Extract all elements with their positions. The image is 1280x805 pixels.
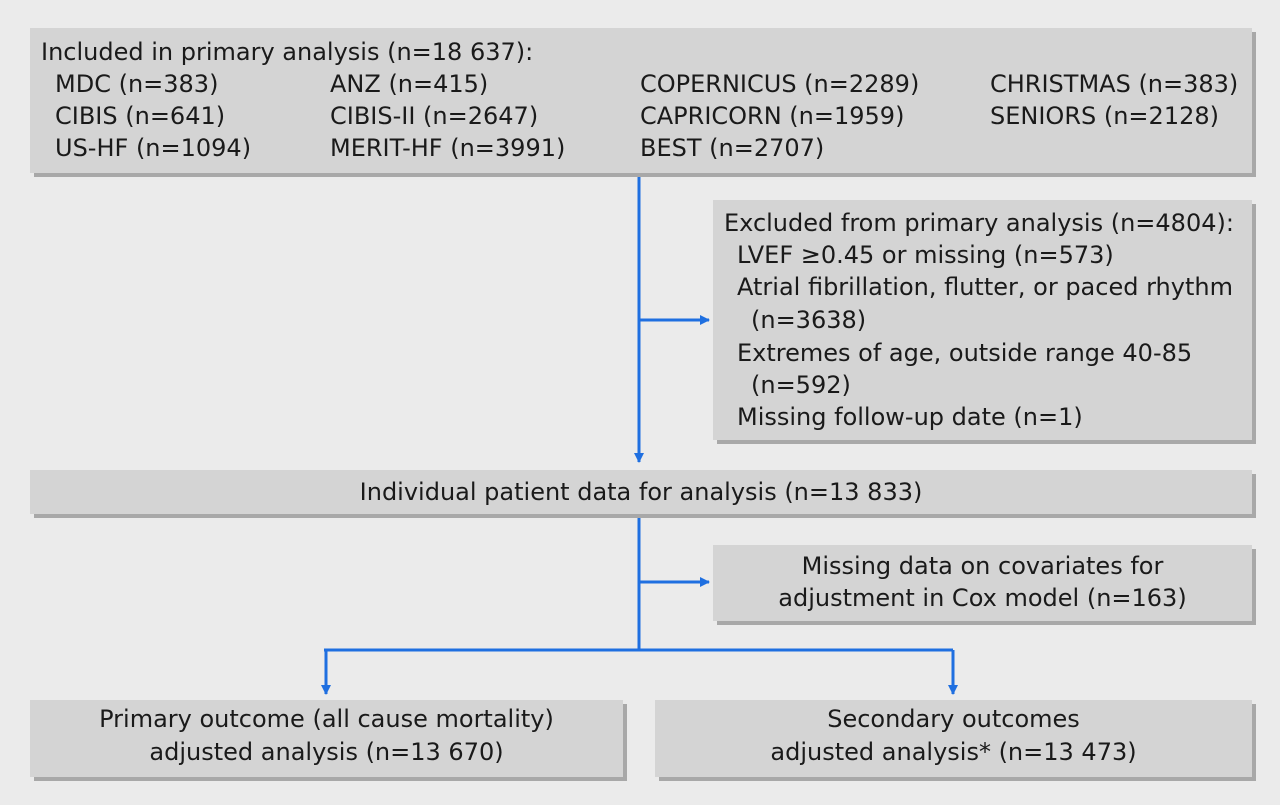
missing-covariates-line1: Missing data on covariates for (801, 552, 1164, 580)
secondary-outcome-line1: Secondary outcomes (827, 705, 1080, 733)
excluded-lvef: LVEF ≥0.45 or missing (n=573) (737, 241, 1114, 269)
excluded-age: Extremes of age, outside range 40-85 (737, 339, 1193, 367)
trial-us-hf: US-HF (n=1094) (55, 134, 252, 162)
missing-covariates-box: Missing data on covariates for adjustmen… (713, 545, 1252, 621)
excluded-rhythm-count: (n=3638) (751, 306, 867, 334)
included-heading: Included in primary analysis (n=18 637): (41, 38, 534, 66)
trial-anz: ANZ (n=415) (330, 70, 489, 98)
missing-covariates-line2: adjustment in Cox model (n=163) (778, 584, 1187, 612)
included-box: Included in primary analysis (n=18 637):… (30, 28, 1252, 173)
secondary-outcome-line2: adjusted analysis* (n=13 473) (770, 738, 1137, 766)
secondary-outcome-box: Secondary outcomes adjusted analysis* (n… (655, 700, 1252, 777)
analysis-box: Individual patient data for analysis (n=… (30, 470, 1252, 514)
excluded-age-count: (n=592) (751, 371, 851, 399)
excluded-rhythm: Atrial fibrillation, flutter, or paced r… (737, 273, 1233, 301)
trial-cibis-ii: CIBIS-II (n=2647) (330, 102, 539, 130)
trial-cibis: CIBIS (n=641) (55, 102, 226, 130)
excluded-box: Excluded from primary analysis (n=4804):… (713, 200, 1252, 440)
analysis-text: Individual patient data for analysis (n=… (359, 478, 923, 506)
primary-outcome-box: Primary outcome (all cause mortality) ad… (30, 700, 623, 777)
trial-seniors: SENIORS (n=2128) (990, 102, 1219, 130)
primary-outcome-line2: adjusted analysis (n=13 670) (149, 738, 504, 766)
primary-outcome-line1: Primary outcome (all cause mortality) (99, 705, 554, 733)
trial-capricorn: CAPRICORN (n=1959) (640, 102, 905, 130)
excluded-heading: Excluded from primary analysis (n=4804): (724, 209, 1234, 237)
trial-christmas: CHRISTMAS (n=383) (990, 70, 1239, 98)
excluded-followup: Missing follow-up date (n=1) (737, 403, 1083, 431)
trial-best: BEST (n=2707) (640, 134, 825, 162)
trial-merit-hf: MERIT-HF (n=3991) (330, 134, 566, 162)
trial-mdc: MDC (n=383) (55, 70, 219, 98)
trial-copernicus: COPERNICUS (n=2289) (640, 70, 920, 98)
